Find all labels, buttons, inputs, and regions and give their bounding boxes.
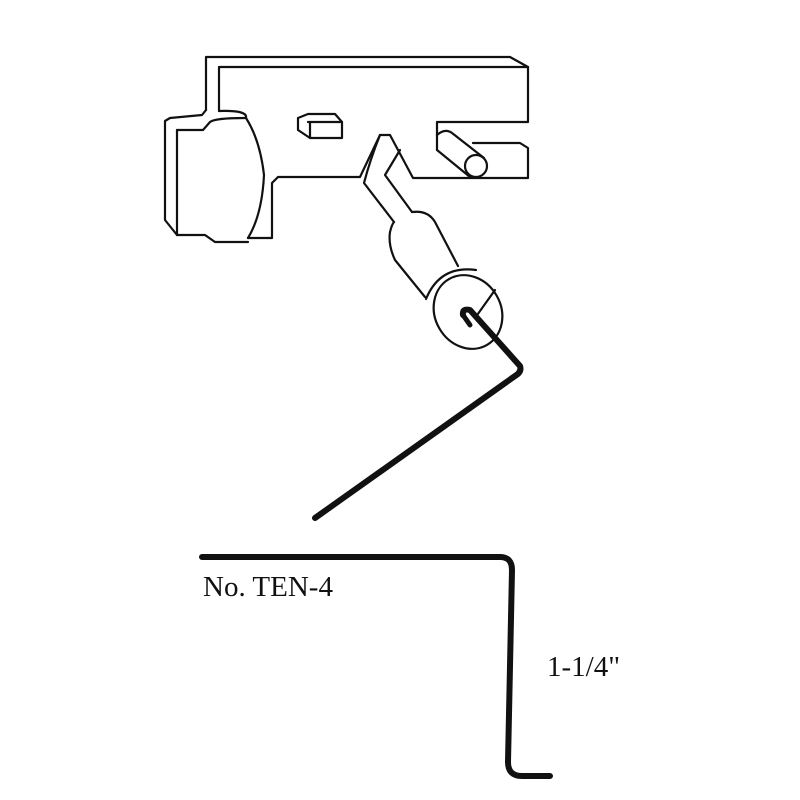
slot-pin bbox=[435, 129, 489, 179]
bracket-profile bbox=[199, 554, 553, 779]
adjuster-pin bbox=[362, 133, 504, 350]
hex-key bbox=[312, 306, 524, 521]
latch-body bbox=[163, 55, 530, 244]
model-number-label: No. TEN-4 bbox=[203, 571, 333, 603]
dimension-label: 1-1/4" bbox=[547, 651, 621, 683]
small-block bbox=[296, 112, 344, 140]
